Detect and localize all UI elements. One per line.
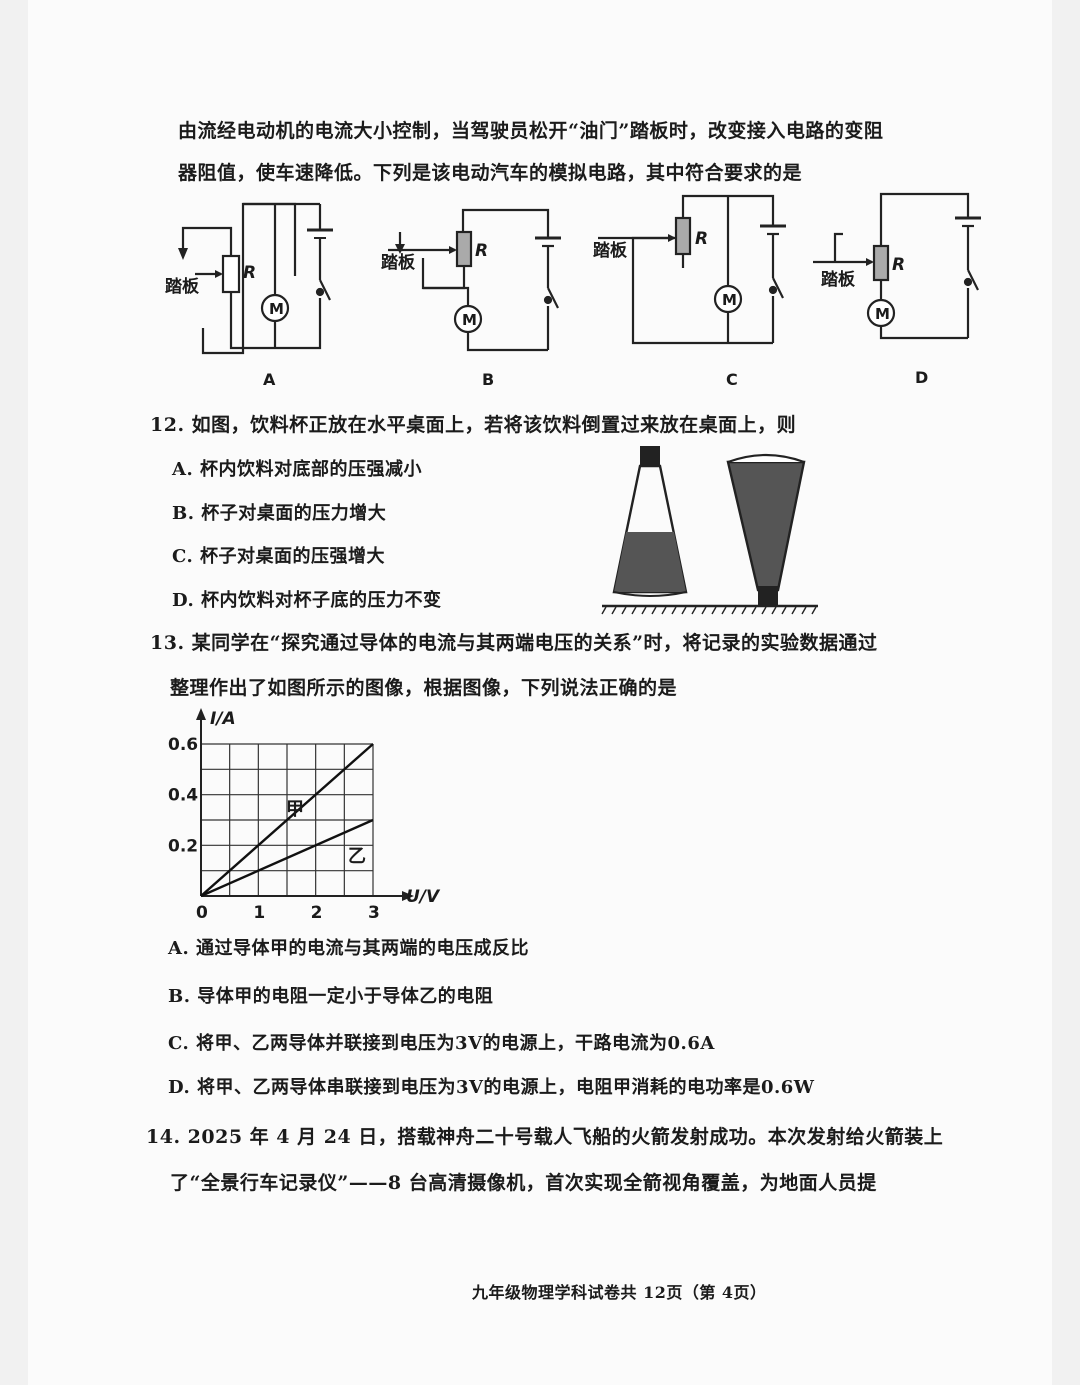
circuit-diagrams: 踏板 R M A 踏板 R M B 踏板 R M C 踏板 R M D	[165, 192, 981, 389]
q12-option-c: C. 杯子对桌面的压强增大	[172, 546, 386, 567]
label-c: C	[726, 370, 738, 389]
motor-label-b: M	[462, 311, 477, 329]
label-d: D	[915, 368, 928, 387]
circuit-d	[813, 192, 981, 340]
exam-page: 由流经电动机的电流大小控制，当驾驶员松开“油门”踏板时，改变接入电路的变阻 器阻…	[28, 0, 1052, 1385]
y-tick-0.4: 0.4	[168, 786, 198, 806]
x-tick-2: 2	[311, 903, 323, 923]
resistor-label-d: R	[892, 255, 905, 275]
resistor-label-a: R	[243, 263, 256, 283]
circuit-b	[388, 208, 561, 352]
series-label-jia: 甲	[286, 799, 304, 820]
q12-option-d: D. 杯内饮料对杯子底的压力不变	[172, 590, 442, 611]
series-line-jia	[200, 743, 374, 897]
q13-line2: 整理作出了如图所示的图像，根据图像，下列说法正确的是	[170, 677, 678, 699]
x-tick-3: 3	[368, 903, 380, 923]
x-axis-label: U/V	[406, 887, 441, 907]
y-tick-0.2: 0.2	[168, 836, 198, 856]
q13-option-c: C. 将甲、乙两导体并联接到电压为3V的电源上，干路电流为0.6A	[168, 1033, 715, 1054]
resistor-label-b: R	[475, 241, 488, 261]
y-tick-0.6: 0.6	[168, 735, 198, 755]
upright-cup	[612, 446, 688, 597]
series-label-yi: 乙	[348, 846, 366, 867]
pedal-label-b: 踏板	[381, 252, 416, 273]
q13-line1: 13. 某同学在“探究通过导体的电流与其两端电压的关系”时，将记录的实验数据通过	[150, 632, 878, 654]
origin-label: 0	[196, 903, 208, 923]
q12-option-b: B. 杯子对桌面的压力增大	[172, 503, 387, 524]
q11-line1: 由流经电动机的电流大小控制，当驾驶员松开“油门”踏板时，改变接入电路的变阻	[178, 120, 884, 142]
series-line-yi	[200, 818, 374, 898]
q11-line2: 器阻值，使车速降低。下列是该电动汽车的模拟电路，其中符合要求的是	[178, 162, 803, 184]
q12-stem: 12. 如图，饮料杯正放在水平桌面上，若将该饮料倒置过来放在桌面上，则	[150, 414, 797, 436]
q13-option-b: B. 导体甲的电阻一定小于导体乙的电阻	[168, 986, 494, 1007]
x-tick-1: 1	[253, 903, 265, 923]
label-a: A	[263, 370, 276, 389]
motor-label-d: M	[875, 305, 890, 323]
motor-label-c: M	[722, 291, 737, 309]
circuit-c	[598, 194, 786, 345]
q12-option-a: A. 杯内饮料对底部的压强减小	[172, 459, 422, 480]
resistor-label-c: R	[695, 229, 708, 249]
q13-option-a: A. 通过导体甲的电流与其两端的电压成反比	[168, 938, 529, 959]
y-axis-label: I/A	[210, 709, 236, 729]
motor-label-a: M	[269, 300, 284, 318]
page-footer: 九年级物理学科试卷共 12页（第 4页）	[472, 1283, 767, 1302]
q14-line1: 14. 2025 年 4 月 24 日，搭载神舟二十号载人飞船的火箭发射成功。本…	[146, 1126, 944, 1148]
circuit-a	[178, 202, 333, 355]
pedal-label-d: 踏板	[821, 269, 856, 290]
inverted-cup	[726, 453, 806, 606]
label-b: B	[482, 370, 494, 389]
pedal-label-a: 踏板	[165, 276, 200, 297]
cups-figure	[601, 446, 818, 615]
q13-option-d: D. 将甲、乙两导体串联接到电压为3V的电源上，电阻甲消耗的电功率是0.6W	[168, 1077, 815, 1098]
q14-line2: 了“全景行车记录仪”——8 台高清摄像机，首次实现全箭视角覆盖，为地面人员提	[170, 1172, 877, 1194]
iu-graph: I/A U/V 0 1 2 3 0.2 0.4 0.6 甲 乙	[168, 708, 441, 923]
pedal-label-c: 踏板	[593, 240, 628, 261]
